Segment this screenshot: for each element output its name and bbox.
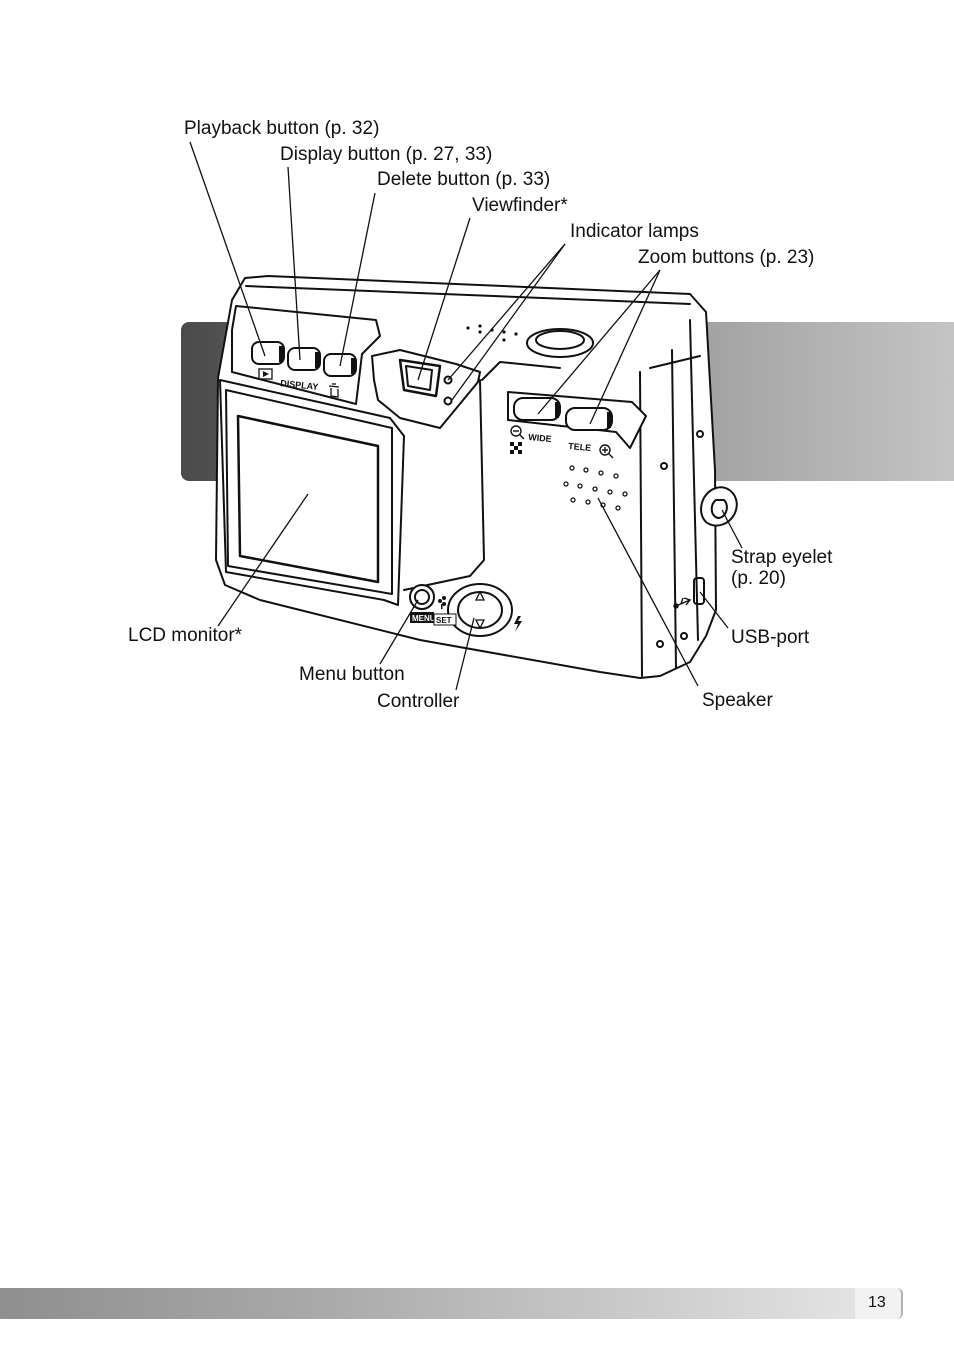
leader-lines <box>189 141 743 691</box>
indicator-lamps-callout: Indicator lamps <box>570 221 699 242</box>
flash-icon <box>514 616 522 632</box>
strap-eyelet-page: (p. 20) <box>731 568 786 589</box>
usb-port-callout: USB-port <box>731 627 810 648</box>
wide-marking: WIDE <box>528 432 552 444</box>
zoom-in-icon <box>599 444 614 459</box>
footer-bar <box>0 1288 900 1319</box>
display-button-callout: Display button (p. 27, 33) <box>280 144 493 165</box>
tele-marking: TELE <box>568 441 592 453</box>
svg-text:SET: SET <box>436 616 452 625</box>
trash-icon <box>328 383 340 398</box>
speaker-callout: Speaker <box>702 690 773 711</box>
controller-callout: Controller <box>377 691 460 712</box>
usb-icon <box>673 597 692 609</box>
playback-icon <box>258 368 273 380</box>
index-icon <box>510 442 522 454</box>
zoom-buttons-callout: Zoom buttons (p. 23) <box>638 247 815 268</box>
playback-button-callout: Playback button (p. 32) <box>184 118 380 139</box>
viewfinder-callout: Viewfinder* <box>472 195 568 216</box>
display-marking: DISPLAY <box>280 378 319 392</box>
strap-eyelet-callout: Strap eyelet <box>731 547 833 568</box>
page-number: 13 <box>868 1294 886 1311</box>
macro-icon <box>438 596 446 609</box>
menu-button-callout: Menu button <box>299 664 405 685</box>
zoom-out-icon <box>510 425 525 440</box>
menu-set-marking: MENU SET <box>410 612 457 626</box>
page-number-tab <box>855 1288 903 1319</box>
delete-button-callout: Delete button (p. 33) <box>377 169 551 190</box>
svg-text:MENU: MENU <box>412 614 436 623</box>
lcd-monitor-callout: LCD monitor* <box>128 625 243 646</box>
